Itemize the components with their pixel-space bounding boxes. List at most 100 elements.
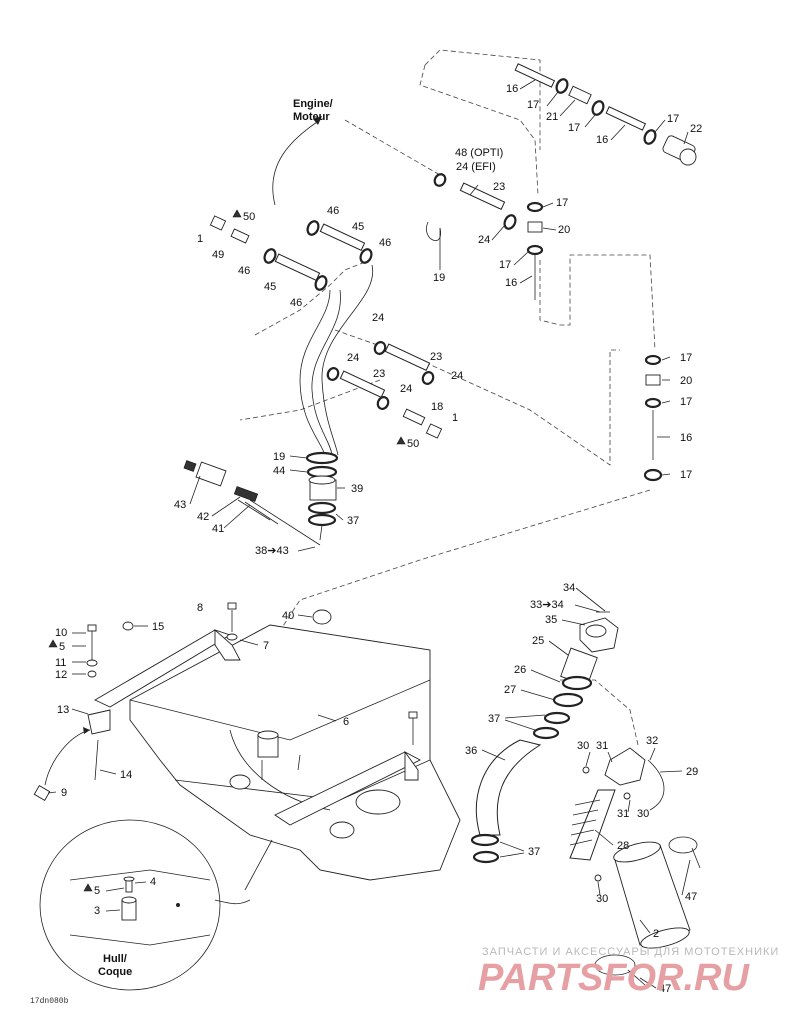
callout-c-32: 32 [646,735,658,747]
callout-c-37b: 37 [488,713,500,725]
routing-lines [229,49,656,801]
callout-c-27: 27 [504,684,516,696]
callout-c-17a: 17 [527,99,539,111]
drawing-code: 17dn080b [30,997,69,1006]
callout-c-24e: 24 [400,383,412,395]
callout-c-20a: 20 [558,224,570,236]
callout-c-50b: 50 [407,438,419,450]
callout-c-17e: 17 [499,259,511,271]
leader-lines [47,79,691,989]
callout-c-15: 15 [152,621,164,633]
callout-c-25: 25 [532,635,544,647]
torque-icons [48,209,406,892]
callout-c-38: 38➔43 [255,545,289,557]
callout-c-11: 11 [55,657,66,669]
callout-c-24b: 24 [372,312,384,324]
fuel-pickup [249,451,339,546]
callout-c-28: 28 [617,840,629,852]
torque-icon [48,639,58,648]
callout-c-16c: 16 [505,277,517,289]
callout-c-4: 4 [150,876,156,888]
callout-c-30b: 30 [637,808,649,820]
callout-c-14: 14 [120,769,132,781]
callout-c-1a: 1 [197,233,203,245]
tank-straps [33,602,421,891]
callout-c-42: 42 [197,511,209,523]
watermark-logo: PARTSFOR.RU [478,957,750,999]
callout-c-17b: 17 [568,122,580,134]
callout-c-47a: 47 [685,891,697,903]
hull-label-line2: Coque [98,966,132,978]
engine-label-line2: Moteur [293,111,330,123]
callout-c-3: 3 [94,905,100,917]
callout-c-23c: 23 [373,368,385,380]
fuel-tank [129,624,461,881]
hull-detail [39,819,251,991]
callout-c-46d: 46 [290,297,302,309]
callout-c-45b: 45 [264,281,276,293]
callout-c-17d: 17 [556,197,568,209]
callout-c-50a: 50 [243,211,255,223]
callout-c-17g: 17 [680,396,692,408]
callout-c-13: 13 [57,704,69,716]
filler-neck [470,611,701,986]
left-upper-hoses [209,215,374,456]
callout-c-31a: 31 [596,740,608,752]
callout-c-23b: 23 [430,351,442,363]
torque-icon [83,883,93,892]
callout-c-10: 10 [55,627,67,639]
callout-c-12: 12 [55,669,67,681]
callout-c-1b: 1 [452,412,458,424]
callout-c-43: 43 [174,499,186,511]
upper-fuel-line [514,63,697,166]
middle-left-lines [326,341,443,439]
callout-c-48: 48 (OPTI) [455,147,503,159]
callout-c-16b: 16 [596,134,608,146]
callout-c-21: 21 [546,111,558,123]
callout-c-40: 40 [282,610,294,622]
callout-c-8: 8 [197,602,203,614]
callout-c-30c: 30 [596,893,608,905]
right-fuel-line [643,354,663,482]
callout-c-35: 35 [545,614,557,626]
callout-c-17h: 17 [680,469,692,481]
callout-c-24a: 24 [478,234,490,246]
callout-c-26: 26 [514,664,526,676]
callout-c-39: 39 [351,483,363,495]
callout-c-24d: 24 [451,370,463,382]
callout-c-33: 33➔34 [530,599,564,611]
callout-c-6: 6 [343,716,349,728]
callout-c-37a: 37 [347,515,359,527]
callout-c-24c: 24 [347,352,359,364]
watermark-text: ЗАПЧАСТИ И АКСЕССУАРЫ ДЛЯ МОТОТЕХНИКИ [482,946,779,958]
hull-label-line1: Hull/ [103,953,127,965]
callout-c-2: 2 [653,928,659,940]
callout-c-46c: 46 [238,265,250,277]
callout-c-5b: 5 [94,885,100,897]
middle-fuel-line [426,173,544,300]
callout-c-46b: 46 [379,237,391,249]
callout-c-7: 7 [263,640,269,652]
callout-c-30a: 30 [577,740,589,752]
callout-c-49: 49 [212,249,224,261]
fuel-sender [183,460,279,525]
callout-c-23a: 23 [493,181,505,193]
callout-c-46a: 46 [327,205,339,217]
callout-c-41: 41 [212,523,224,535]
callout-c-16d: 16 [680,432,692,444]
torque-icon [232,209,242,218]
callout-c-9: 9 [61,787,67,799]
callout-c-16a: 16 [506,83,518,95]
callout-c-29: 29 [686,766,698,778]
callout-c-19a: 19 [433,272,445,284]
callout-c-36: 36 [465,745,477,757]
callout-c-18: 18 [431,401,443,413]
callout-c-17f: 17 [680,352,692,364]
callout-c-31b: 31 [617,808,629,820]
callout-c-24top: 24 (EFI) [456,161,496,173]
callout-c-37c: 37 [528,846,540,858]
callout-c-34a: 34 [563,582,575,594]
callout-c-20b: 20 [680,375,692,387]
